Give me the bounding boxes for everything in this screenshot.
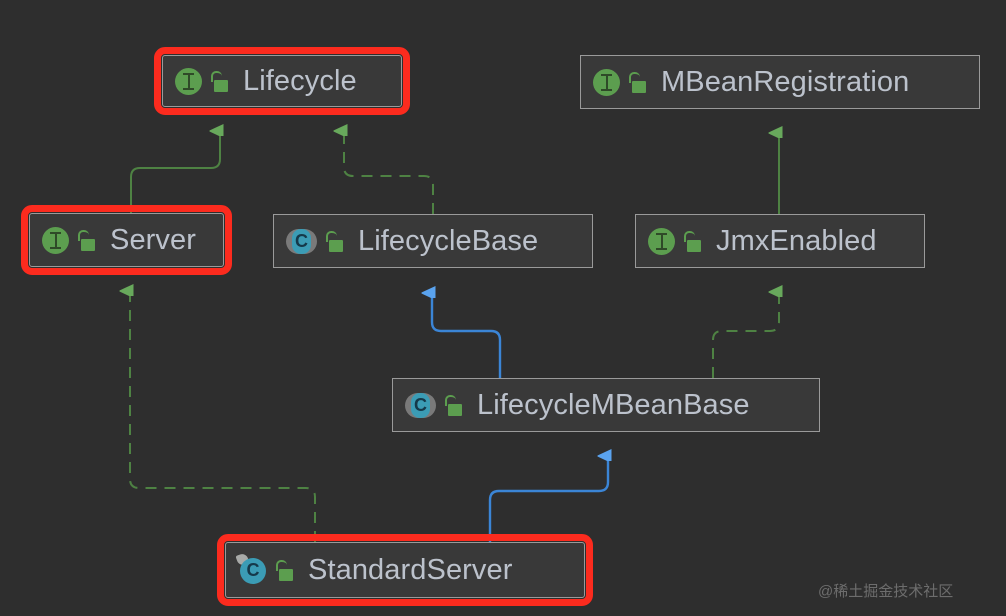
watermark: @稀土掘金技术社区 xyxy=(818,583,954,600)
node-icon-group xyxy=(593,68,647,96)
node-icon-group: C xyxy=(286,228,344,255)
interface-icon xyxy=(42,226,69,254)
node-lifecycle[interactable]: Lifecycle xyxy=(154,47,410,115)
node-label: LifecycleMBeanBase xyxy=(477,388,750,421)
edge-lifecyclebase-to-lifecycle xyxy=(344,131,434,214)
edge-lifecyclembeanbase-to-jmxenabled xyxy=(712,292,779,378)
node-label: Server xyxy=(110,223,197,256)
edge-standardserver-to-server xyxy=(130,291,316,542)
unlocked-padlock-icon xyxy=(628,71,647,93)
interface-icon xyxy=(593,68,620,96)
node-lifecyclebase[interactable]: C LifecycleBase xyxy=(273,214,593,268)
node-mbeanregistration[interactable]: MBeanRegistration xyxy=(580,55,980,109)
node-server[interactable]: Server xyxy=(21,205,232,275)
node-lifecyclembeanbase[interactable]: C LifecycleMBeanBase xyxy=(392,378,820,432)
node-jmxenabled[interactable]: JmxEnabled xyxy=(635,214,925,268)
node-label: MBeanRegistration xyxy=(661,65,910,98)
abstract-class-icon: C xyxy=(286,228,317,255)
node-icon-group xyxy=(648,227,702,255)
class-icon: C xyxy=(235,551,267,585)
interface-icon xyxy=(648,227,675,255)
node-label: LifecycleBase xyxy=(358,224,539,257)
unlocked-padlock-icon xyxy=(210,70,229,92)
unlocked-padlock-icon xyxy=(275,559,294,581)
unlocked-padlock-icon xyxy=(325,230,344,252)
node-label: JmxEnabled xyxy=(716,224,877,257)
edge-standardserver-to-lifecyclembeanbase xyxy=(488,456,608,542)
node-label: Lifecycle xyxy=(243,64,357,97)
abstract-class-icon: C xyxy=(405,392,436,419)
edge-lifecyclembeanbase-to-lifecyclebase xyxy=(432,293,502,378)
interface-icon xyxy=(175,67,202,95)
node-label: StandardServer xyxy=(308,553,513,586)
node-icon-group: C xyxy=(235,551,294,585)
edge-server-to-lifecycle xyxy=(130,131,220,213)
unlocked-padlock-icon xyxy=(77,229,96,251)
node-standardserver[interactable]: C StandardServer xyxy=(217,534,593,606)
node-icon-group: C xyxy=(405,392,463,419)
node-icon-group xyxy=(42,226,96,254)
node-icon-group xyxy=(175,67,229,95)
unlocked-padlock-icon xyxy=(683,230,702,252)
unlocked-padlock-icon xyxy=(444,394,463,416)
